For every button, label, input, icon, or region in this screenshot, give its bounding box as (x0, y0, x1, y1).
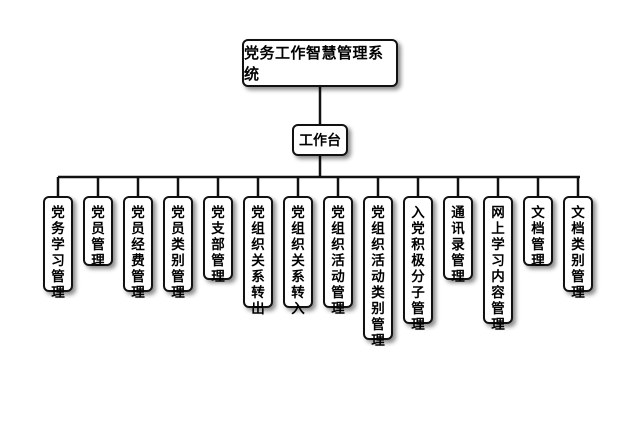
module-node-member-fees[interactable]: 党员经费管理 (123, 196, 153, 301)
module-node-org-activities[interactable]: 党组织活动管理 (323, 196, 353, 317)
module-label: 入党积极分子管理 (411, 205, 425, 333)
module-label: 党支部管理 (211, 205, 225, 285)
module-node-activists[interactable]: 入党积极分子管理 (403, 196, 433, 333)
module-label: 文档类别管理 (571, 205, 585, 301)
module-drop-lines (56, 177, 580, 196)
module-node-documents[interactable]: 文档管理 (523, 196, 553, 269)
module-label: 网上学习内容管理 (491, 205, 505, 333)
workbench-node[interactable]: 工作台 (292, 124, 348, 156)
module-node-party-branch[interactable]: 党支部管理 (203, 196, 233, 285)
module-label: 文档管理 (531, 205, 545, 269)
module-node-party-study[interactable]: 党务学习管理 (43, 196, 73, 301)
module-label: 党组织活动类别管理 (371, 205, 385, 349)
module-label: 党员管理 (91, 205, 105, 269)
workbench-node-label: 工作台 (299, 133, 341, 149)
root-node-label: 党务工作智慧管理系统 (244, 44, 384, 83)
module-label: 党员经费管理 (131, 205, 145, 301)
module-node-contacts[interactable]: 通讯录管理 (443, 196, 473, 285)
module-label: 通讯录管理 (451, 205, 465, 285)
module-node-member-categories[interactable]: 党员类别管理 (163, 196, 193, 301)
module-node-activity-categories[interactable]: 党组织活动类别管理 (363, 196, 393, 349)
root-node[interactable]: 党务工作智慧管理系统 (242, 39, 398, 87)
module-label: 党员类别管理 (171, 205, 185, 301)
module-node-members[interactable]: 党员管理 (83, 196, 113, 269)
module-node-document-categories[interactable]: 文档类别管理 (563, 196, 593, 301)
module-label: 党组织关系转入 (291, 205, 305, 317)
module-node-online-study-content[interactable]: 网上学习内容管理 (483, 196, 513, 333)
module-node-transfer-in[interactable]: 党组织关系转入 (283, 196, 313, 317)
module-label: 党组织活动管理 (331, 205, 345, 317)
module-node-transfer-out[interactable]: 党组织关系转出 (243, 196, 273, 317)
module-label: 党务学习管理 (51, 205, 65, 301)
module-label: 党组织关系转出 (251, 205, 265, 317)
